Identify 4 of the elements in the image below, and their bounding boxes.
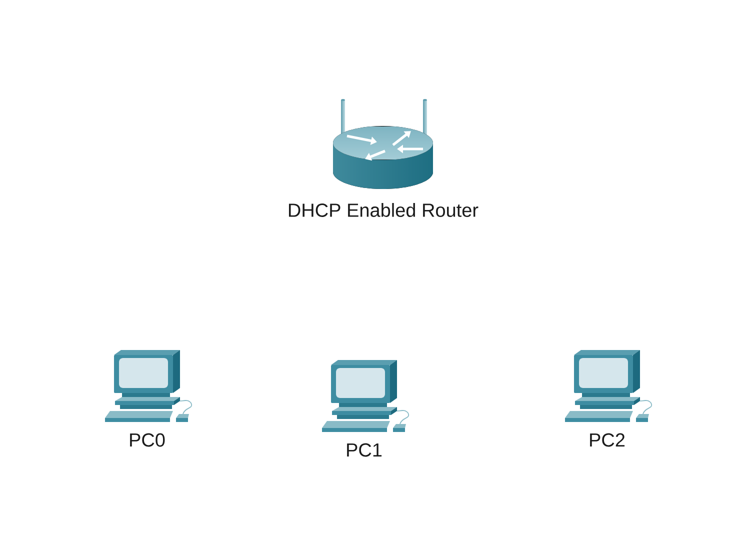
device-label: DHCP Enabled Router xyxy=(288,203,478,217)
device-label: PC1 xyxy=(347,443,382,457)
device-label: PC0 xyxy=(130,433,165,447)
device-label: PC2 xyxy=(590,433,625,447)
